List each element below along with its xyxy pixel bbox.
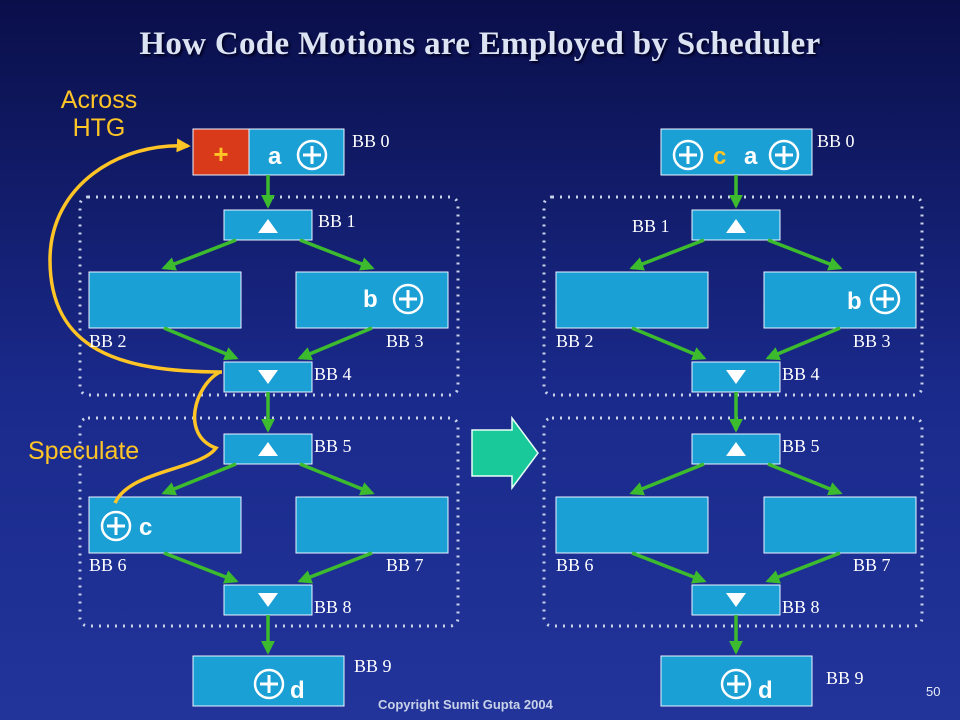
left-bb0-label: BB 0 <box>352 131 390 151</box>
right-bb1-branch-triangle <box>726 219 746 233</box>
right-if-region-lower <box>542 416 924 628</box>
plus-icon <box>100 510 132 542</box>
across-htg-annotation: Across HTG <box>44 86 154 142</box>
transform-arrow <box>471 415 539 491</box>
left-if-region-lower <box>78 416 460 628</box>
left-bb7-label: BB 7 <box>386 555 424 575</box>
left-if-region-upper <box>78 195 460 397</box>
page-number: 50 <box>926 684 941 699</box>
right-bb5-branch-triangle <box>726 442 746 456</box>
plus-icon <box>720 668 752 700</box>
right-op-b: b <box>847 288 862 315</box>
right-op-a: a <box>744 143 758 170</box>
right-bb7-label: BB 7 <box>853 555 891 575</box>
right-bb1-label: BB 1 <box>632 216 670 236</box>
right-bb2-block <box>555 271 709 329</box>
left-bb4-label: BB 4 <box>314 364 352 384</box>
right-bb6-block <box>555 496 709 554</box>
plus-icon <box>869 283 901 315</box>
left-bb5-branch-triangle <box>258 442 278 456</box>
right-bb0-block <box>660 128 813 176</box>
right-bb5-label: BB 5 <box>782 436 820 456</box>
left-htg-diagram <box>48 128 460 707</box>
right-bb3-label: BB 3 <box>853 331 891 351</box>
left-bb9-label: BB 9 <box>354 656 392 676</box>
left-cfg-edges <box>161 175 375 655</box>
speculate-annotation: Speculate <box>28 437 140 465</box>
plus-icon <box>253 668 285 700</box>
copyright-footer: Copyright Sumit Gupta 2004 <box>378 697 553 712</box>
right-if-region-upper <box>542 195 924 397</box>
left-op-a: a <box>268 143 282 170</box>
right-bb6-label: BB 6 <box>556 555 594 575</box>
left-bb6-label: BB 6 <box>89 555 127 575</box>
plus-icon <box>672 139 704 171</box>
left-bb3-label: BB 3 <box>386 331 424 351</box>
right-bb4-join-triangle <box>726 370 746 384</box>
right-bb2-label: BB 2 <box>556 331 594 351</box>
slide-title: How Code Motions are Employed by Schedul… <box>139 26 821 62</box>
right-op-c: c <box>713 143 726 170</box>
left-op-b: b <box>363 286 378 313</box>
across-htg-arrow <box>48 138 223 374</box>
left-moved-op-plus: + <box>213 139 228 169</box>
left-bb5-label: BB 5 <box>314 436 352 456</box>
plus-icon <box>296 139 328 171</box>
htg-text: HTG <box>72 114 126 142</box>
left-bb2-block <box>88 271 242 329</box>
right-bb8-join-triangle <box>726 593 746 607</box>
left-bb1-label: BB 1 <box>318 211 356 231</box>
plus-icon <box>768 139 800 171</box>
speculate-arrow <box>113 370 221 504</box>
right-cfg-edges <box>629 175 843 655</box>
left-bb4-join-triangle <box>258 370 278 384</box>
plus-icon <box>392 283 424 315</box>
left-bb2-label: BB 2 <box>89 331 127 351</box>
right-bb4-label: BB 4 <box>782 364 820 384</box>
right-htg-diagram <box>542 128 924 707</box>
left-bb1-branch-triangle <box>258 219 278 233</box>
right-bb7-block <box>763 496 917 554</box>
left-bb0-moved-part <box>192 128 250 176</box>
left-op-d: d <box>290 677 305 704</box>
left-bb8-label: BB 8 <box>314 597 352 617</box>
right-op-d: d <box>758 677 773 704</box>
right-bb0-label: BB 0 <box>817 131 855 151</box>
left-op-c: c <box>139 514 152 541</box>
left-code-motion-arrows <box>48 138 223 504</box>
right-bb8-label: BB 8 <box>782 597 820 617</box>
right-bb9-label: BB 9 <box>826 668 864 688</box>
left-bb8-join-triangle <box>258 593 278 607</box>
left-bb7-block <box>295 496 449 554</box>
left-bb0-block <box>248 128 345 176</box>
across-text: Across <box>60 86 138 114</box>
